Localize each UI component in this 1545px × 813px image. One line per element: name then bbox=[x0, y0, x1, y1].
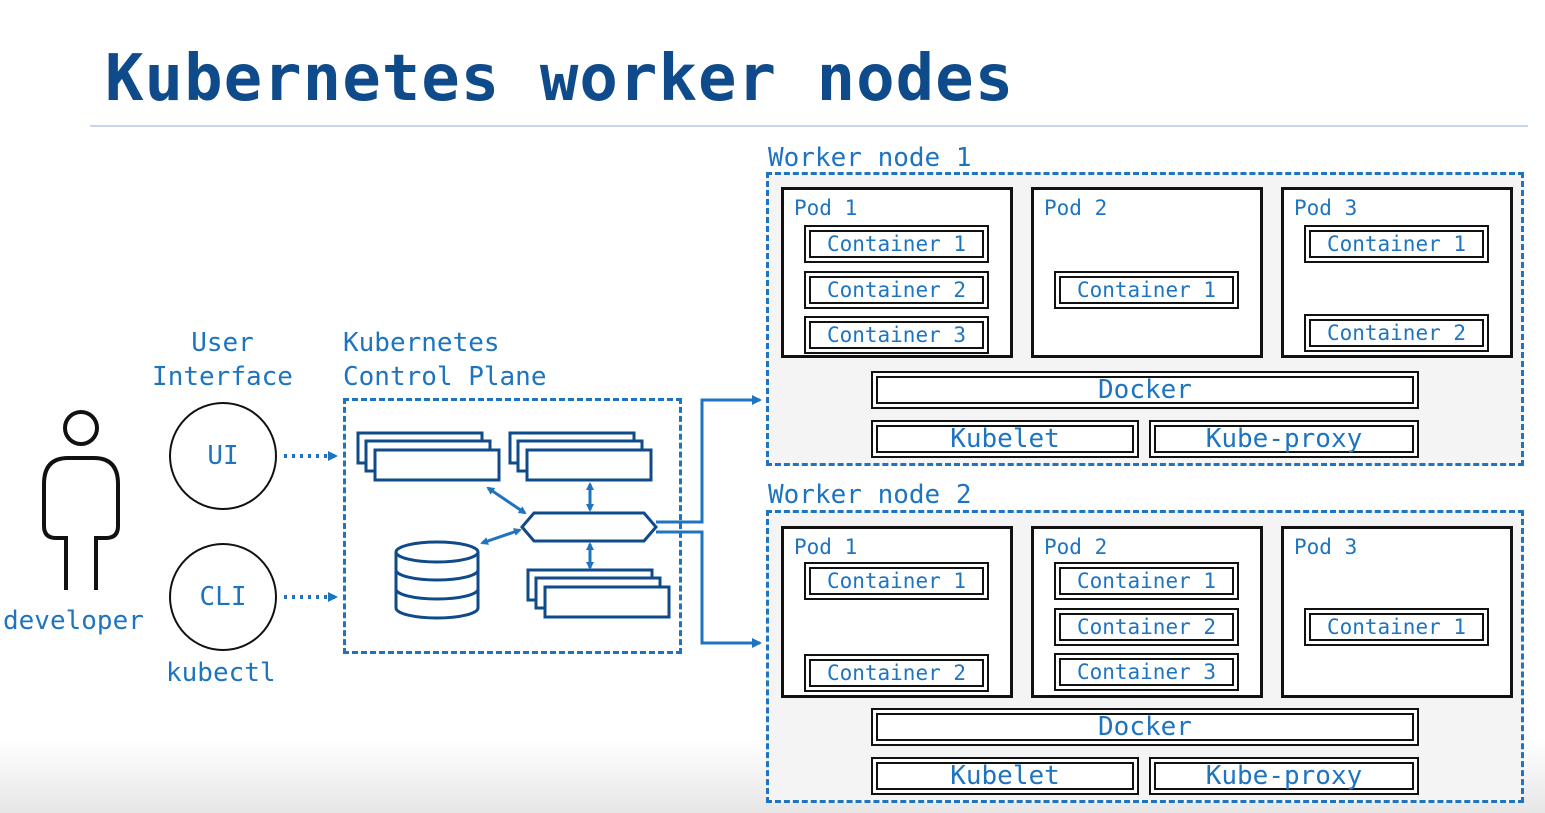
worker1-pod-3[interactable]: Pod 3 Container 1 Container 2 bbox=[1281, 187, 1513, 358]
worker1-pod-2[interactable]: Pod 2 Container 1 bbox=[1031, 187, 1263, 358]
developer-label: developer bbox=[3, 606, 144, 636]
worker1-pod-1[interactable]: Pod 1 Container 1 Container 2 Container … bbox=[781, 187, 1013, 358]
api-server-stack-icon bbox=[356, 431, 501, 482]
control-plane-box bbox=[343, 398, 682, 654]
hub-to-etcd-arrow bbox=[480, 528, 522, 545]
scheduler-stack-icon bbox=[508, 431, 653, 482]
worker-node-2: Pod 1 Container 1 Container 2 Pod 2 Cont… bbox=[766, 510, 1524, 803]
controller-stack-icon bbox=[526, 568, 671, 619]
worker-node-1-label: Worker node 1 bbox=[768, 143, 972, 173]
container[interactable]: Container 1 bbox=[1054, 562, 1239, 600]
worker2-pod-2[interactable]: Pod 2 Container 1 Container 2 Container … bbox=[1031, 526, 1263, 698]
control-plane-label: Kubernetes Control Plane bbox=[343, 328, 547, 392]
etcd-database-icon bbox=[394, 540, 480, 620]
hub-to-api-arrow bbox=[486, 486, 527, 515]
pod-label: Pod 3 bbox=[1294, 196, 1358, 220]
cli-circle[interactable]: CLI bbox=[169, 543, 277, 651]
pod-label: Pod 3 bbox=[1294, 535, 1358, 559]
container[interactable]: Container 3 bbox=[804, 316, 989, 354]
pod-label: Pod 2 bbox=[1044, 196, 1108, 220]
user-interface-label: User Interface bbox=[152, 328, 293, 392]
page-title: Kubernetes worker nodes bbox=[105, 42, 1015, 116]
container[interactable]: Container 1 bbox=[804, 225, 989, 263]
worker1-kubelet-bar[interactable]: Kubelet bbox=[871, 420, 1139, 458]
cli-label: CLI bbox=[199, 582, 247, 612]
container[interactable]: Container 2 bbox=[1304, 314, 1489, 352]
worker-node-2-label: Worker node 2 bbox=[768, 480, 972, 510]
worker-node-1: Pod 1 Container 1 Container 2 Container … bbox=[766, 172, 1524, 466]
container[interactable]: Container 1 bbox=[1304, 608, 1489, 646]
worker2-kubelet-bar[interactable]: Kubelet bbox=[871, 757, 1139, 795]
pod-label: Pod 1 bbox=[794, 535, 858, 559]
worker2-pod-1[interactable]: Pod 1 Container 1 Container 2 bbox=[781, 526, 1013, 698]
container[interactable]: Container 1 bbox=[1054, 271, 1239, 309]
container[interactable]: Container 1 bbox=[804, 562, 989, 600]
worker1-kube-proxy-bar[interactable]: Kube-proxy bbox=[1149, 420, 1419, 458]
worker2-kube-proxy-bar[interactable]: Kube-proxy bbox=[1149, 757, 1419, 795]
container[interactable]: Container 1 bbox=[1304, 225, 1489, 263]
worker2-docker-bar[interactable]: Docker bbox=[871, 708, 1419, 746]
container[interactable]: Container 2 bbox=[1054, 608, 1239, 646]
container[interactable]: Container 3 bbox=[1054, 653, 1239, 691]
worker1-docker-bar[interactable]: Docker bbox=[871, 371, 1419, 409]
container[interactable]: Container 2 bbox=[804, 654, 989, 692]
ui-circle[interactable]: UI bbox=[169, 402, 277, 510]
pod-label: Pod 2 bbox=[1044, 535, 1108, 559]
api-hub-icon bbox=[520, 511, 658, 543]
container[interactable]: Container 2 bbox=[804, 271, 989, 309]
pod-label: Pod 1 bbox=[794, 196, 858, 220]
kubectl-caption: kubectl bbox=[166, 658, 276, 688]
title-divider bbox=[90, 125, 1528, 127]
developer-person-icon bbox=[42, 410, 120, 590]
worker2-pod-3[interactable]: Pod 3 Container 1 bbox=[1281, 526, 1513, 698]
ui-label: UI bbox=[207, 441, 239, 471]
